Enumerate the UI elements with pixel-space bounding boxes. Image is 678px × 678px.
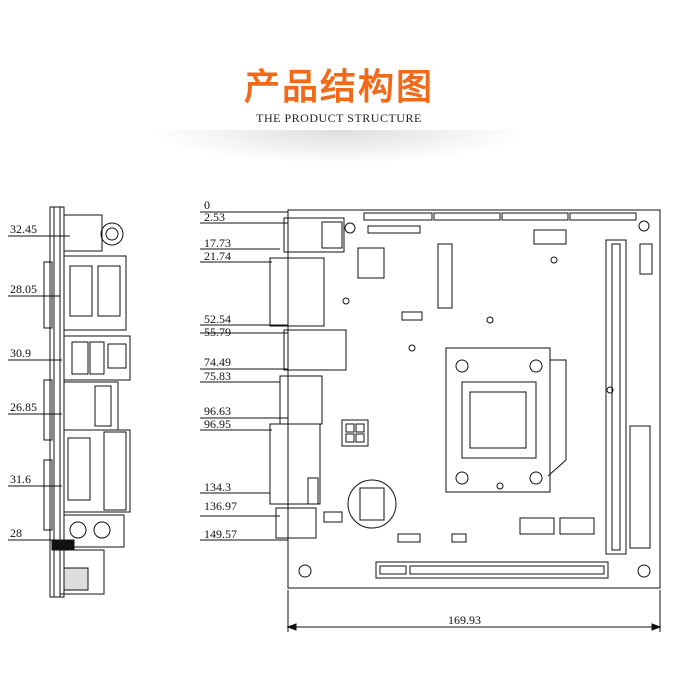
small-header-1 [401, 311, 423, 321]
top-chip-tall [437, 243, 453, 309]
side-bracket-2 [43, 379, 53, 441]
io-ps2 [283, 217, 345, 253]
side-bracket-1 [43, 261, 53, 329]
ram-slot-1 [605, 239, 627, 555]
top-label-3: 21.74 [204, 249, 231, 263]
side-serial-block [63, 255, 127, 331]
top-label-1: 2.53 [204, 210, 225, 224]
top-label-0: 0 [204, 198, 210, 212]
cmos-battery [347, 479, 397, 529]
top-label-6: 74.49 [204, 355, 231, 369]
side-vga-dvi-block [63, 429, 131, 513]
side-ps2-port [63, 214, 103, 252]
side-audio-block [63, 514, 125, 548]
top-label-5: 55.79 [204, 325, 231, 339]
small-header-3 [397, 533, 421, 543]
io-displayport [279, 375, 323, 425]
top-dimension-labels: 0 2.53 17.73 21.74 52.54 55.79 74.49 75.… [204, 198, 481, 627]
io-usb-lan [283, 329, 347, 371]
io-vga-dvi [269, 423, 321, 505]
header-top-5 [367, 225, 421, 234]
io-audio [275, 507, 317, 539]
pcie-slot [375, 561, 609, 579]
sata-port-2 [559, 517, 595, 535]
board-outline [287, 209, 661, 589]
side-label-0: 32.45 [10, 222, 37, 236]
small-header-4 [451, 533, 467, 543]
top-label-11: 136.97 [204, 499, 237, 513]
side-usb-lan-block [63, 335, 131, 381]
side-bracket-3 [43, 459, 53, 531]
side-label-4: 31.6 [10, 472, 31, 486]
side-label-1: 28.05 [10, 282, 37, 296]
side-label-3: 26.85 [10, 400, 37, 414]
side-label-2: 30.9 [10, 346, 31, 360]
side-dp-block [63, 381, 119, 431]
top-label-10: 134.3 [204, 480, 231, 494]
mount-hole-tl [344, 222, 356, 234]
power-header-right [629, 425, 651, 549]
cpu-power-4pin [341, 419, 369, 447]
sata-port-1 [519, 517, 555, 535]
bottom-dim-label: 169.93 [448, 613, 481, 627]
top-label-12: 149.57 [204, 527, 237, 541]
top-label-9: 96.95 [204, 417, 231, 431]
top-label-8: 96.63 [204, 404, 231, 418]
cpu-socket-frame [445, 347, 551, 493]
ram-clip [639, 243, 653, 275]
top-leader-lines [200, 211, 288, 541]
side-label-5: 28 [10, 526, 22, 540]
side-bottom-bracket [59, 549, 105, 595]
top-label-4: 52.54 [204, 312, 231, 326]
mount-hole-tr [638, 220, 650, 232]
page-subtitle: THE PRODUCT STRUCTURE [256, 111, 422, 125]
side-dimension-labels: 32.45 28.05 30.9 26.85 31.6 28 [10, 222, 37, 540]
header-top-1 [363, 212, 433, 221]
title-shadow [150, 130, 528, 164]
mount-hole-bl [298, 564, 312, 578]
io-com-ports [269, 257, 325, 327]
cpu-socket-center [461, 381, 537, 459]
header-top-2 [433, 212, 501, 221]
side-ps2-circle [100, 222, 124, 246]
mount-hole-br [637, 564, 651, 578]
top-chip-small [357, 247, 385, 279]
side-view [8, 206, 131, 598]
small-header-2 [323, 511, 343, 523]
top-label-7: 75.83 [204, 369, 231, 383]
page-title: 产品结构图 [243, 67, 434, 108]
top-label-2: 17.73 [204, 236, 231, 250]
top-view [200, 209, 662, 632]
fan-connector [533, 229, 567, 245]
header-top-3 [501, 212, 569, 221]
header-top-4 [569, 212, 637, 221]
